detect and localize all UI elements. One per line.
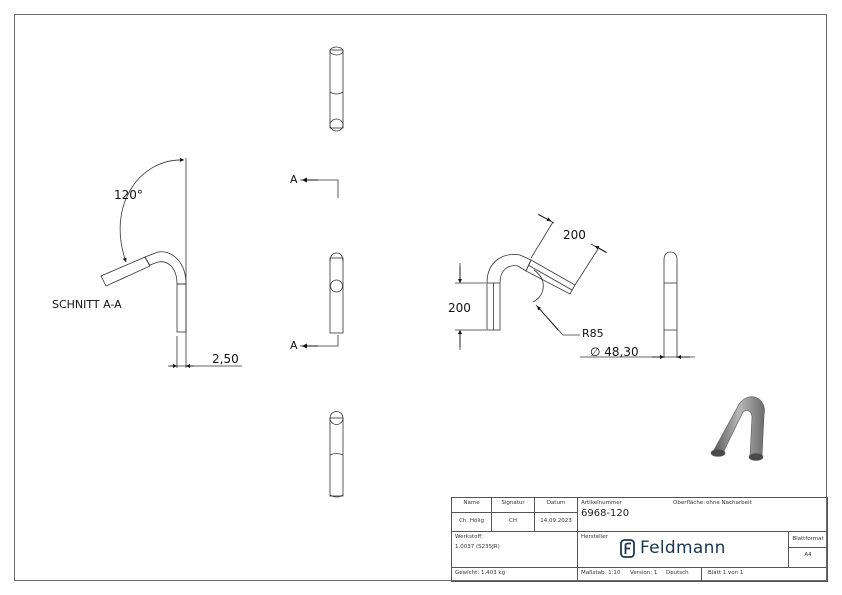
weight: Gewicht: 1,403 kg [451,567,578,582]
meta-cell: Maßstab: 1:10 Version: 1 Deutsch Blatt 1… [577,567,828,582]
signature-header: Signatur [491,497,535,513]
sheet-format: A4 [788,547,828,568]
brand-name: Feldmann [640,538,726,558]
isometric-preview [710,396,765,461]
diameter-dimension: ∅ 48,30 [590,345,639,359]
sheet-format-label: Blattformat [788,531,828,548]
date-header: Datum [534,497,578,513]
drawing-frame [14,14,827,581]
angle-dimension: 120° [114,188,143,202]
name-header: Name [451,497,492,513]
end-view [580,251,695,358]
title-block: Name Signatur Datum Ch. Hölig CH 14.09.2… [451,497,828,582]
article-cell: Artikelnummer Oberfläche: ohne Nacharbei… [577,497,828,532]
article-number-label: Artikelnummer [581,500,622,506]
drafter-signature: CH [491,512,535,532]
material-cell: Werkstoff: 1.0037 (S235JR) [451,531,578,568]
surface-value: ohne Nacharbeit [706,500,752,506]
scale: Maßstab: 1:10 [581,570,621,576]
vertical-leg-dimension: 200 [448,301,471,315]
article-number: 6968-120 [581,508,630,519]
feldmann-logo-icon [620,538,635,558]
manufacturer-label: Hersteller [581,534,608,540]
surface-label: Oberfläche: [673,500,706,506]
material-label: Werkstoff: [455,534,483,540]
material-value: 1.0037 (S235JR) [455,544,500,550]
divider [701,567,702,582]
sheet-count: Blatt 1 von 1 [708,570,744,576]
section-marker-bottom: A [290,339,298,352]
section-view [100,157,242,368]
section-label: SCHNITT A-A [52,298,122,311]
front-view [300,179,344,347]
manufacturer-cell: Hersteller Feldmann [577,531,789,568]
bend-radius-dimension: R85 [582,327,604,340]
drafter-name: Ch. Hölig [451,512,492,532]
language: Deutsch [666,570,689,576]
version: Version: 1 [630,570,658,576]
angled-leg-dimension: 200 [563,228,586,242]
top-view [329,46,344,132]
bottom-view [329,411,344,498]
wall-thickness-dimension: 2,50 [212,352,239,366]
section-marker-top: A [290,173,298,186]
drawing-date: 14.09.2023 [534,512,578,532]
brand-logo: Feldmann [620,538,726,558]
